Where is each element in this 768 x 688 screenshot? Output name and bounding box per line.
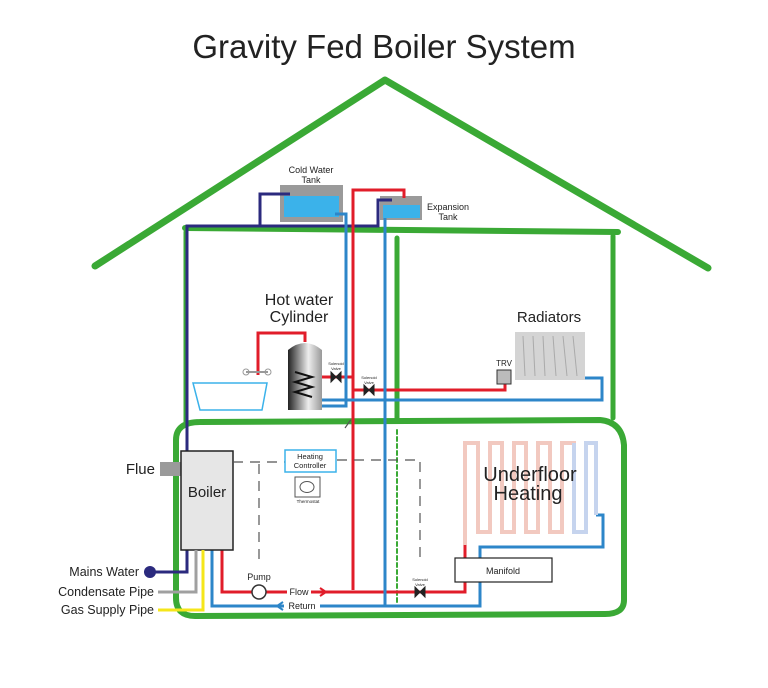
loft-floor — [182, 225, 621, 235]
solenoid-valve-cylinder: Solenoid Valve — [328, 361, 344, 384]
hot-water-cylinder-2-label: Cylinder — [270, 309, 329, 326]
thermostat-label: Thermostat — [297, 499, 321, 504]
solenoid-valve-underfloor: Solenoid Valve — [412, 577, 428, 599]
mains-water-label: Mains Water — [69, 565, 139, 579]
underfloor-1-label: Underfloor — [483, 464, 577, 486]
flue-label: Flue — [126, 461, 155, 478]
solenoid-valve-2-label: Valve — [331, 366, 341, 371]
manifold: Manifold — [454, 557, 553, 583]
underfloor-coils: Underfloor Heating — [463, 441, 598, 545]
solenoid-valve-1-label: Solenoid — [412, 577, 428, 582]
condensate-pipe — [158, 550, 198, 594]
heating-controller-1-label: Heating — [297, 452, 323, 461]
trv-label: TRV — [496, 359, 513, 368]
hot-water-cylinder-1-label: Hot water — [265, 292, 334, 309]
solenoid-valve-2-label: Valve — [364, 380, 374, 385]
pump: Pump — [247, 572, 271, 600]
cold-water-tank-1-label: Cold Water — [289, 165, 334, 175]
expansion-tank: Expansion Tank — [380, 196, 469, 222]
mains-pipes — [150, 192, 392, 574]
pump-label: Pump — [247, 572, 271, 582]
flow-label: Flow — [289, 587, 309, 597]
gas-supply-pipe-label: Gas Supply Pipe — [61, 603, 154, 617]
return-label: Return — [275, 601, 320, 611]
control-wiring — [233, 417, 421, 560]
ground-floor — [173, 417, 627, 619]
gas-supply-pipe — [158, 550, 205, 612]
heating-controller-2-label: Controller — [294, 461, 327, 470]
solenoid-valve-2-label: Valve — [415, 582, 425, 587]
solenoid-valve-radiators: Solenoid Valve — [361, 375, 377, 397]
expansion-tank-1-label: Expansion — [427, 202, 469, 212]
solenoid-valve-1-label: Solenoid — [328, 361, 344, 366]
hot-water-cylinder: Hot water Cylinder — [265, 292, 334, 410]
radiators-label: Radiators — [517, 309, 581, 326]
diagram-title: Gravity Fed Boiler System — [192, 28, 575, 65]
legend: Mains Water Condensate Pipe Gas Supply P… — [58, 550, 205, 617]
radiator: Radiators — [515, 309, 585, 380]
solenoid-valve-1-label: Solenoid — [361, 375, 377, 380]
flow-label: Flow — [287, 586, 328, 597]
expansion-tank-2-label: Tank — [438, 212, 458, 222]
boiler-label: Boiler — [188, 484, 226, 501]
trv: TRV — [496, 359, 513, 385]
heating-controller: Heating Controller — [284, 449, 337, 473]
return-label: Return — [288, 601, 315, 611]
thermostat: Thermostat — [294, 476, 321, 504]
bath — [192, 368, 272, 411]
manifold-label: Manifold — [486, 566, 520, 576]
flue-outlet — [160, 462, 181, 476]
mains-water-dot — [144, 566, 156, 578]
boiler: Flue Boiler — [126, 450, 234, 551]
cold-water-tank-2-label: Tank — [301, 175, 321, 185]
cold-water-tank: Cold Water Tank — [280, 165, 343, 222]
return-pipes — [210, 212, 605, 608]
underfloor-2-label: Heating — [494, 483, 563, 505]
condensate-pipe-label: Condensate Pipe — [58, 585, 154, 599]
roof — [91, 76, 712, 272]
